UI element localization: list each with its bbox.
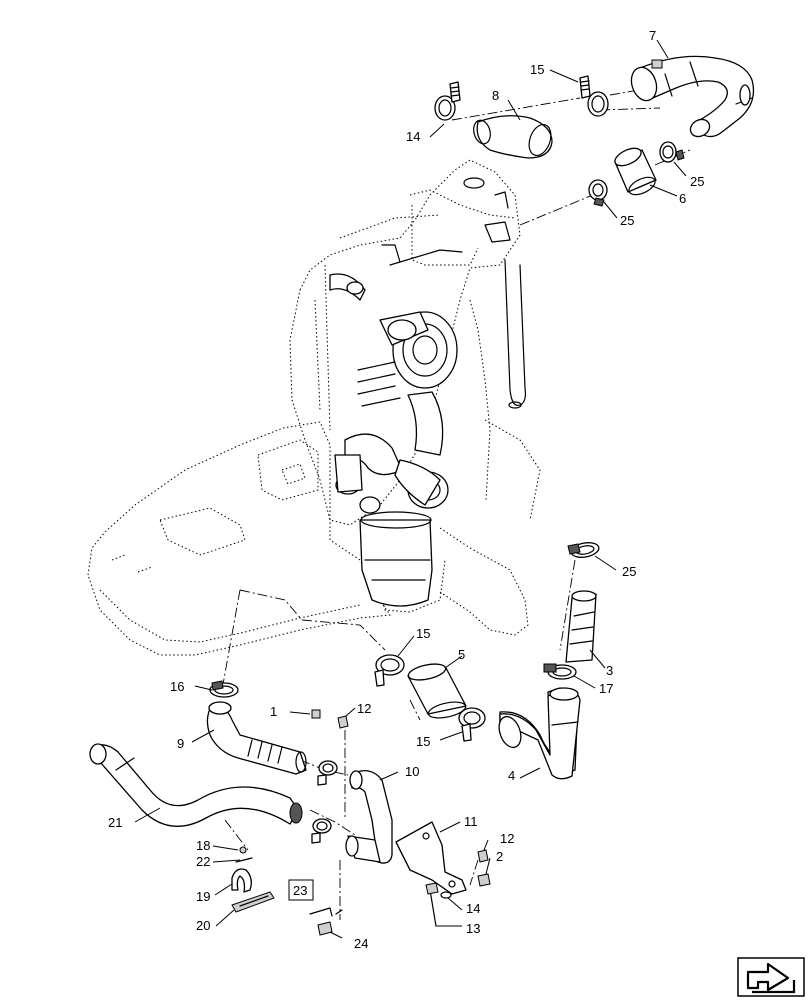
callout-15-top-right: 15: [530, 62, 544, 77]
bolt-13[interactable]: [425, 882, 439, 927]
callout-25-lower: 25: [622, 564, 636, 579]
clamp-between-21-10[interactable]: [311, 818, 332, 844]
callout-25-upper-right: 25: [690, 174, 704, 189]
nut-12-upper[interactable]: [337, 715, 349, 729]
clamp-15-top-left[interactable]: [434, 81, 461, 121]
callout-8: 8: [492, 88, 499, 103]
callout-2: 2: [496, 849, 503, 864]
callout-7: 7: [649, 28, 656, 43]
callout-4: 4: [508, 768, 515, 783]
nut-12-lower[interactable]: [477, 849, 489, 863]
callout-11: 11: [464, 814, 478, 829]
callout-25-upper-left: 25: [620, 213, 634, 228]
callout-21: 21: [108, 815, 122, 830]
callout-15-middle-upper: 15: [416, 626, 430, 641]
clamp-25-right-upper[interactable]: [659, 141, 685, 163]
callout-12-lower: 12: [500, 831, 514, 846]
callout-14: 14: [466, 901, 480, 916]
part-5-hose-sleeve[interactable]: [407, 661, 467, 721]
callout-16: 16: [170, 679, 184, 694]
bolt-2[interactable]: [477, 873, 491, 887]
callout-23-box: [288, 879, 314, 901]
part-8-elbow-hose[interactable]: [471, 115, 555, 159]
clamp-18-22[interactable]: [235, 846, 253, 863]
clamp-25-left-upper[interactable]: [588, 179, 608, 207]
clamp-between-9-10[interactable]: [317, 760, 338, 786]
part-7-upper-hose[interactable]: [627, 55, 755, 140]
page-turn-arrow-icon[interactable]: [737, 957, 805, 997]
callout-19: 19: [196, 889, 210, 904]
callout-5: 5: [458, 647, 465, 662]
callout-10: 10: [405, 764, 419, 779]
callout-22: 22: [196, 854, 210, 869]
clamp-15-middle-upper[interactable]: [374, 654, 405, 687]
callout-15-top-left: 14: [406, 129, 420, 144]
callout-24: 24: [354, 936, 368, 951]
part-11-bracket[interactable]: [395, 821, 467, 895]
engine-components: [329, 191, 511, 607]
clamp-24[interactable]: [317, 921, 333, 936]
part-21-pipe[interactable]: [89, 743, 303, 827]
callout-18: 18: [196, 838, 210, 853]
clamp-15-top-right[interactable]: [579, 75, 609, 117]
part-23-kit-lines: [309, 907, 343, 917]
pad-20[interactable]: [231, 891, 275, 913]
leader-lines: [134, 39, 687, 939]
callout-15-middle-lower: 15: [416, 734, 430, 749]
callout-20: 20: [196, 918, 210, 933]
clamp-25-right-lower[interactable]: [567, 541, 600, 560]
callout-23: 23: [293, 883, 307, 898]
clamp-19[interactable]: [231, 868, 252, 893]
part-4-elbow-tube[interactable]: [495, 687, 581, 780]
engine-outline: [87, 159, 541, 656]
part-3-hose[interactable]: [565, 590, 597, 663]
part-10-pipe[interactable]: [345, 769, 393, 864]
callout-labels: 7 8 15 14 25 6 25 25 15 5 3 17 16 1 12 9…: [108, 28, 704, 951]
part-6-hose-sleeve[interactable]: [612, 145, 657, 199]
callout-13: 13: [466, 921, 480, 936]
clamp-16[interactable]: [209, 680, 239, 698]
clamp-15-middle-lower[interactable]: [458, 707, 486, 742]
callout-17: 17: [599, 681, 613, 696]
callout-6: 6: [679, 191, 686, 206]
clamp-17[interactable]: [543, 663, 577, 680]
callout-1: 1: [270, 704, 277, 719]
part-9-hose[interactable]: [206, 701, 307, 775]
callout-12-upper: 12: [357, 701, 371, 716]
washer-14[interactable]: [440, 891, 452, 899]
callout-3: 3: [606, 663, 613, 678]
bolt-1[interactable]: [311, 709, 321, 719]
callout-9: 9: [177, 736, 184, 751]
